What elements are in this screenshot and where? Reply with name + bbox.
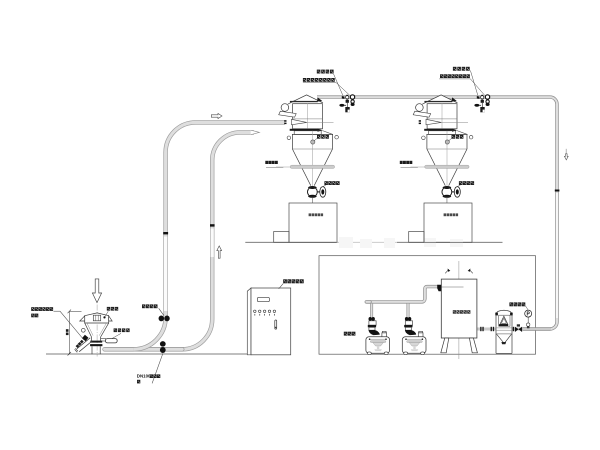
svg-text:DN100: DN100 [137, 374, 151, 379]
svg-text:P: P [527, 312, 531, 318]
